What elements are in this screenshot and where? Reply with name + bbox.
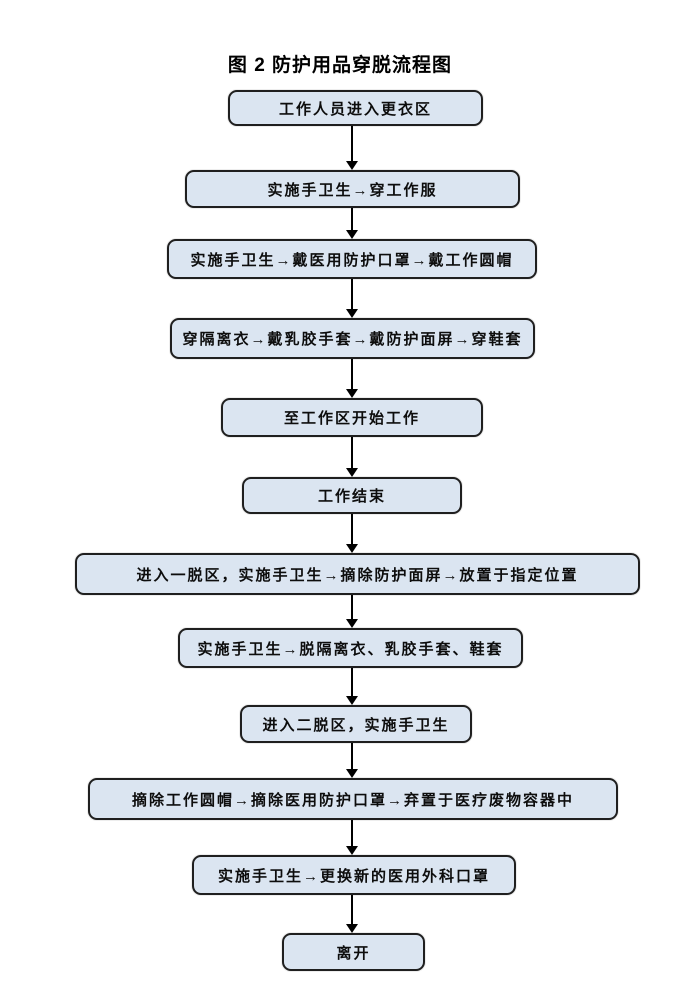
flow-step-label: 工作结束 [317,489,386,505]
down-arrow-icon [346,743,358,778]
flow-step-remove-cap-mask: 摘除工作圆帽→摘除医用防护口罩→弃置于医疗废物容器中 [88,778,618,820]
flow-step-enter-changing-area: 工作人员进入更衣区 [228,90,483,126]
flow-step-label: 至工作区开始工作 [283,411,420,427]
flow-step-label: 实施手卫生→脱隔离衣、乳胶手套、鞋套 [197,641,504,658]
flow-step-label: 穿隔离衣→戴乳胶手套→戴防护面屏→穿鞋套 [182,332,523,348]
flow-step-gown-gloves-faceshield: 穿隔离衣→戴乳胶手套→戴防护面屏→穿鞋套 [170,318,535,359]
flow-step-label: 实施手卫生→更换新的医用外科口罩 [217,868,490,885]
flow-step-label: 实施手卫生→穿工作服 [267,182,438,199]
down-arrow-icon [346,514,358,553]
down-arrow-icon [346,359,358,398]
flow-step-mask-cap: 实施手卫生→戴医用防护口罩→戴工作圆帽 [167,239,537,279]
down-arrow-icon [346,279,358,318]
page-title: 图 2 防护用品穿脱流程图 [227,55,453,76]
flow-step-label: 离开 [336,945,371,962]
flow-step-second-doffing-area: 进入二脱区，实施手卫生 [240,705,472,743]
flow-step-new-surgical-mask: 实施手卫生→更换新的医用外科口罩 [192,855,516,895]
down-arrow-icon [346,820,358,855]
down-arrow-icon [346,208,358,239]
down-arrow-icon [346,126,358,170]
flow-step-first-doffing-area: 进入一脱区，实施手卫生→摘除防护面屏→放置于指定位置 [75,553,640,595]
flow-step-label: 实施手卫生→戴医用防护口罩→戴工作圆帽 [190,252,514,269]
flow-step-label: 进入二脱区，实施手卫生 [262,717,450,734]
flow-step-label: 摘除工作圆帽→摘除医用防护口罩→弃置于医疗废物容器中 [131,792,574,809]
flow-step-label: 进入一脱区，实施手卫生→摘除防护面屏→放置于指定位置 [136,567,579,584]
down-arrow-icon [346,595,358,628]
flow-step-start-work: 至工作区开始工作 [221,398,483,437]
flow-step-leave: 离开 [282,933,425,971]
flow-step-remove-gown-gloves: 实施手卫生→脱隔离衣、乳胶手套、鞋套 [178,628,523,668]
flow-step-hand-hygiene-workwear: 实施手卫生→穿工作服 [185,170,520,208]
down-arrow-icon [346,668,358,705]
flow-step-work-end: 工作结束 [242,477,462,514]
down-arrow-icon [346,437,358,477]
down-arrow-icon [346,895,358,933]
flow-step-label: 工作人员进入更衣区 [278,101,432,118]
